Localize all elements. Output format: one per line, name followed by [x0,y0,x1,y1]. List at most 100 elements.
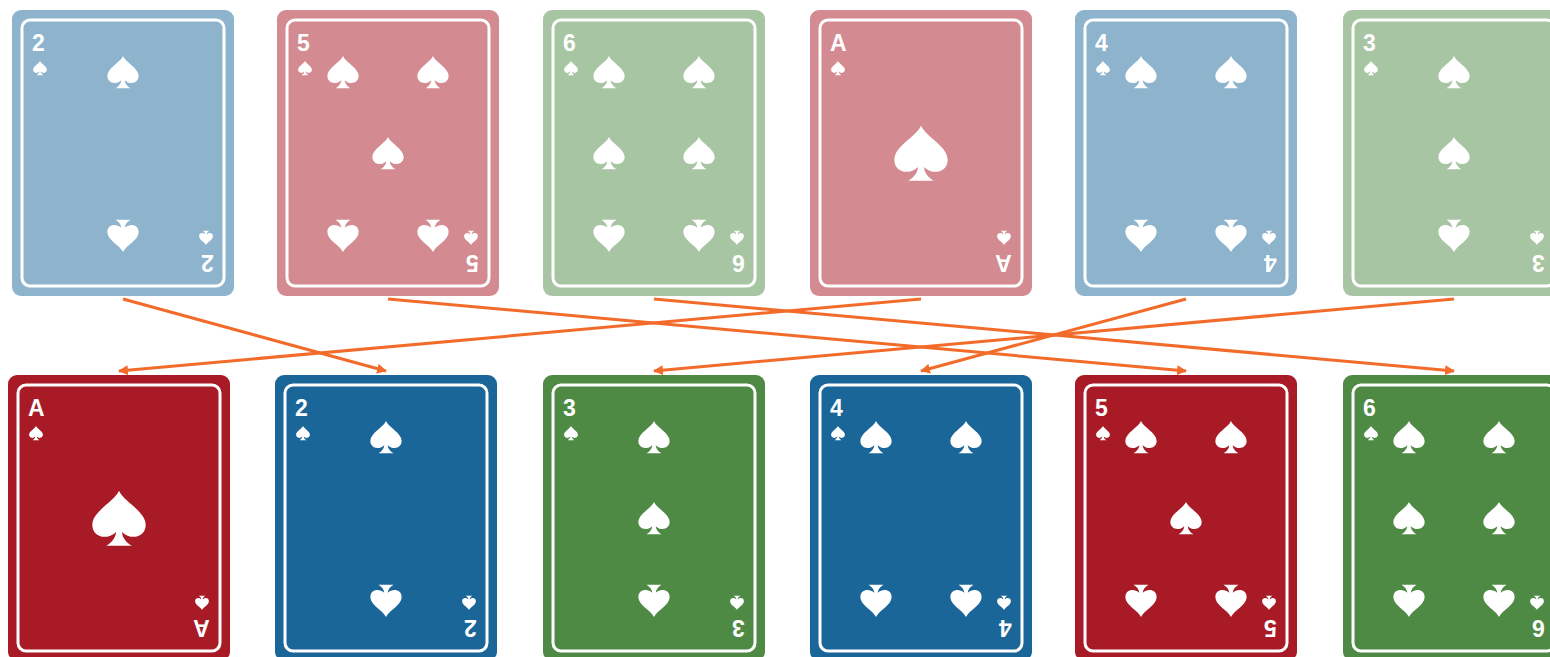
spade-pip [1364,61,1378,75]
card-frame [553,20,755,286]
spade-pip [1483,585,1514,617]
spade-pip [107,56,138,88]
spade-pip [1125,220,1156,252]
card-art [275,375,497,657]
sort-arrow [654,299,1454,371]
spade-pip [638,502,669,534]
spade-pip [107,220,138,252]
card-rank: 5 [1264,616,1277,639]
card-frame [1353,20,1550,286]
spade-pip [1170,502,1201,534]
spade-pip [683,56,714,88]
card-frame [285,385,487,651]
spade-pip [417,220,448,252]
card-rank: 6 [563,32,576,55]
playing-card: AA [8,375,230,657]
spade-pip [370,421,401,453]
card-rank: 6 [732,251,745,274]
card-frame [1353,385,1550,651]
card-art [543,375,765,657]
spade-pip [1096,426,1110,440]
playing-card: 44 [1075,10,1297,296]
card-rank: 2 [32,32,45,55]
spade-pip [29,426,43,440]
card-rank: 5 [1095,397,1108,420]
card-rank: 5 [466,251,479,274]
spade-pip [1215,56,1246,88]
card-frame [820,20,1022,286]
spade-pip [1125,56,1156,88]
spade-pip [1438,220,1469,252]
card-rank: 5 [297,32,310,55]
spade-pip [92,491,145,546]
spade-pip [997,231,1011,245]
card-rank: 4 [1095,32,1108,55]
spade-pip [1215,220,1246,252]
card-rank: 4 [1264,251,1277,274]
spade-pip [1096,61,1110,75]
card-rank: 3 [732,616,745,639]
spade-pip [1215,421,1246,453]
spade-pip [1393,585,1424,617]
spade-pip [730,231,744,245]
spade-pip [1393,421,1424,453]
playing-card: 33 [543,375,765,657]
spade-pip [860,585,891,617]
spade-pip [1438,56,1469,88]
card-art [277,10,499,296]
playing-card: 44 [810,375,1032,657]
spade-pip [1483,502,1514,534]
card-frame [1085,385,1287,651]
card-frame [820,385,1022,651]
card-rank: 4 [999,616,1012,639]
playing-card: 22 [275,375,497,657]
spade-pip [950,585,981,617]
card-rank: 6 [1363,397,1376,420]
spade-pip [1125,585,1156,617]
spade-pip [372,137,403,169]
playing-card: 66 [543,10,765,296]
spade-pip [564,61,578,75]
spade-pip [894,126,947,181]
spade-pip [831,61,845,75]
spade-pip [370,585,401,617]
playing-card: 66 [1343,375,1550,657]
spade-pip [1215,585,1246,617]
card-frame [18,385,220,651]
spade-pip [638,585,669,617]
card-frame [22,20,224,286]
spade-pip [1262,231,1276,245]
spade-pip [950,421,981,453]
spade-pip [195,596,209,610]
card-frame [287,20,489,286]
card-art [1075,375,1297,657]
card-art [543,10,765,296]
spade-pip [730,596,744,610]
playing-card: 55 [1075,375,1297,657]
spade-pip [199,231,213,245]
playing-card: 55 [277,10,499,296]
card-rank: A [830,32,847,55]
card-rank: 2 [464,616,477,639]
spade-pip [296,426,310,440]
card-rank: 3 [1363,32,1376,55]
spade-pip [997,596,1011,610]
card-rank: 3 [1532,251,1545,274]
spade-pip [33,61,47,75]
sort-arrow [119,299,921,371]
spade-pip [831,426,845,440]
playing-card: AA [810,10,1032,296]
spade-pip [1262,596,1276,610]
spade-pip [1530,596,1544,610]
spade-pip [327,56,358,88]
spade-pip [564,426,578,440]
spade-pip [1438,137,1469,169]
card-rank: 6 [1532,616,1545,639]
spade-pip [298,61,312,75]
playing-card: 22 [12,10,234,296]
spade-pip [638,421,669,453]
card-rank: 3 [563,397,576,420]
card-rank: 2 [295,397,308,420]
spade-pip [1125,421,1156,453]
